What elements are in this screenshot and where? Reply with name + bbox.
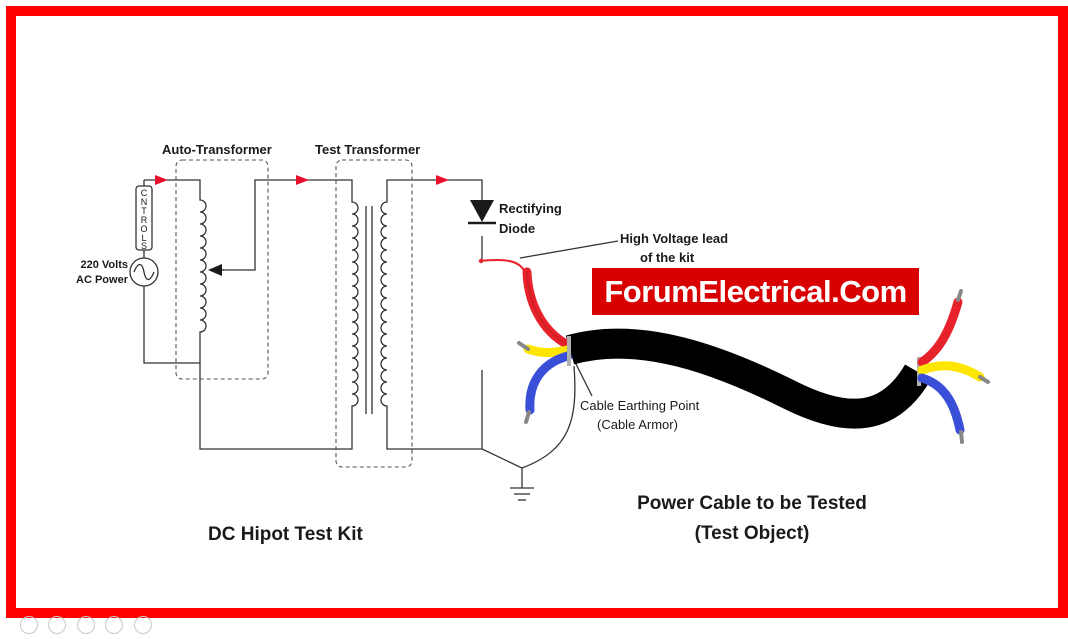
earthing-label-line2: (Cable Armor) (597, 417, 678, 432)
transformer-core (365, 206, 373, 414)
diode-icon (468, 200, 496, 225)
test-transformer-label: Test Transformer (315, 142, 420, 157)
wire-armor-lead (521, 365, 576, 469)
auto-transformer-box (175, 159, 269, 380)
circle-icon (48, 616, 67, 634)
ac-source-icon (129, 257, 159, 287)
circle-icon (76, 616, 95, 634)
wire-earth-lead (481, 370, 523, 488)
watermark-banner: ForumElectrical.Com (592, 268, 919, 315)
wiper-arrow (208, 264, 222, 276)
test-transformer-primary (351, 190, 359, 413)
supply-label-line2: AC Power (76, 274, 129, 286)
controls-box (135, 185, 153, 251)
rectifying-label-line2: Diode (499, 221, 535, 236)
hv-lead-label-line2: of the kit (640, 250, 695, 265)
power-cable (517, 267, 990, 444)
circle-icon (105, 616, 124, 634)
wire-autotx-out (214, 179, 353, 271)
kit-title: DC Hipot Test Kit (208, 524, 363, 545)
auto-transformer-coil (199, 190, 207, 336)
svg-text:N: N (141, 197, 148, 207)
bottom-controls (20, 616, 158, 639)
circle-icon (20, 616, 38, 634)
wire-return (199, 363, 353, 450)
earthing-label-line1: Cable Earthing Point (580, 398, 700, 413)
test-transformer-secondary (380, 190, 388, 413)
controls-label: C N T R O L S (140, 188, 147, 251)
flow-arrow (436, 175, 449, 185)
flow-arrow (296, 175, 309, 185)
svg-text:C: C (141, 188, 148, 198)
auto-transformer-label: Auto-Transformer (162, 142, 272, 157)
hv-lead-label-line1: High Voltage lead (620, 231, 728, 246)
cable-title-line2: (Test Object) (695, 523, 810, 544)
hv-lead-wire (479, 259, 526, 273)
flow-arrow (155, 175, 168, 185)
wire-left-supply (143, 180, 201, 364)
rectifying-label-line1: Rectifying (499, 201, 562, 216)
circle-icon (133, 616, 152, 634)
test-transformer-box (335, 159, 413, 468)
wire-test-bottom (386, 413, 482, 450)
svg-text:T: T (141, 206, 147, 216)
svg-text:R: R (141, 215, 148, 225)
ground-icon (510, 487, 534, 501)
svg-text:L: L (141, 233, 146, 243)
wire-test-out (386, 179, 483, 200)
svg-text:S: S (141, 241, 147, 251)
supply-label-line1: 220 Volts (81, 259, 129, 271)
watermark-text: ForumElectrical.Com (604, 274, 907, 309)
cable-title-line1: Power Cable to be Tested (637, 493, 867, 514)
svg-text:O: O (140, 224, 147, 234)
hipot-diagram: Auto-Transformer Test Transformer C N T … (76, 142, 990, 545)
